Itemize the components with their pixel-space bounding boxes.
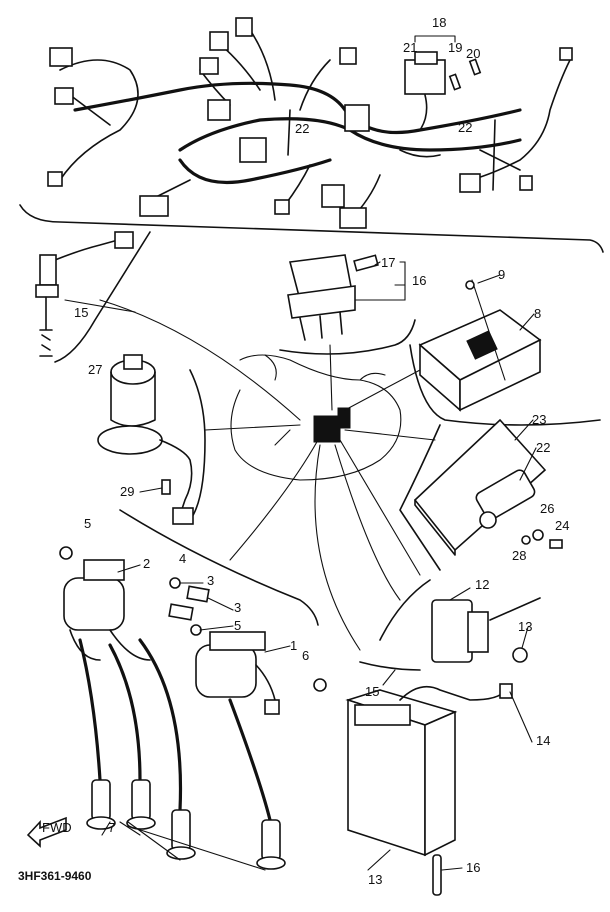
callout-label: 26: [540, 501, 554, 516]
breather-hose-14: [432, 854, 442, 896]
connector: [47, 171, 63, 187]
spark-plug-caps-6: [78, 638, 286, 870]
callout-label: 8: [534, 306, 541, 321]
fuse-17: [353, 254, 379, 272]
callout-label: 20: [466, 46, 480, 61]
callout-label: 4: [179, 551, 186, 566]
connector: [321, 184, 345, 208]
callout-label: 13: [368, 872, 382, 887]
connector: [339, 207, 367, 229]
bracket-28: [189, 369, 206, 521]
cable-13: [359, 661, 421, 671]
ignition-coil-1: [195, 631, 280, 715]
connector: [235, 17, 253, 37]
callout-label: 16: [412, 273, 426, 288]
pin: [468, 58, 482, 76]
cable-12: [499, 683, 513, 699]
callout-label: 17: [381, 255, 395, 270]
bolt-3: [168, 603, 194, 621]
battery-11: [345, 661, 513, 896]
callout-label: 18: [432, 15, 446, 30]
nut-5: [313, 678, 327, 692]
callout-label: 27: [88, 362, 102, 377]
connector: [199, 57, 219, 75]
bracket-15: [54, 231, 151, 363]
connector: [459, 173, 481, 193]
callout-label: 7: [108, 820, 115, 835]
callout-label: 5: [84, 516, 91, 531]
wire-harness-group: [19, 17, 604, 253]
callout-label: 5: [234, 618, 241, 633]
svg-text:FWD: FWD: [42, 820, 72, 835]
callout-label: 22: [295, 121, 309, 136]
fwd-arrow-icon: FWD: [26, 816, 72, 848]
callout-label: 1: [290, 638, 297, 653]
callout-label: 14: [536, 733, 550, 748]
callout-label: 3: [207, 573, 214, 588]
connector: [239, 137, 267, 163]
callout-label: 2: [143, 556, 150, 571]
cdi-unit-7: [418, 279, 542, 412]
nut-10: [512, 647, 528, 663]
callout-label: 15: [74, 305, 88, 320]
cable-tie: [492, 119, 496, 191]
callout-label: 22: [536, 440, 550, 455]
callout-label: 22: [458, 120, 472, 135]
callout-label: 3: [234, 600, 241, 615]
bracket-7: [409, 344, 601, 426]
connector: [209, 31, 229, 51]
callout-labels: 18 21 19 20 22 22 17 16 9 8 15 27 23 22 …: [64, 15, 569, 887]
callout-label: 16: [466, 860, 480, 875]
frame-outline: [99, 299, 436, 651]
leader-6: [101, 821, 266, 871]
ignition-switch-28: [97, 354, 194, 525]
bolt-3: [186, 585, 210, 603]
connector: [49, 47, 73, 67]
diagram-code: 3HF361-9460: [18, 869, 92, 883]
connector: [207, 99, 231, 121]
callout-label: 9: [498, 267, 505, 282]
callout-label: 19: [448, 40, 462, 55]
pin: [448, 73, 462, 91]
bracket-battery: [379, 579, 431, 641]
bolt-25: [549, 539, 563, 549]
nut-5: [59, 546, 73, 560]
cable-tie: [287, 109, 291, 156]
ignition-coil-2: [63, 559, 151, 661]
relay-9: [431, 597, 541, 663]
callout-label: 29: [120, 484, 134, 499]
regulator-23: [475, 469, 536, 521]
washer-4: [169, 577, 181, 589]
plate-24: [413, 418, 563, 556]
callout-label: 21: [403, 40, 417, 55]
callout-label: 13: [518, 619, 532, 634]
bolt-29: [161, 479, 171, 495]
callout-label: 24: [555, 518, 569, 533]
connector: [344, 104, 370, 132]
connector: [274, 199, 290, 215]
relay-16: [287, 254, 379, 341]
callout-label: 12: [475, 577, 489, 592]
callout-label: 23: [532, 412, 546, 427]
connector: [139, 195, 169, 217]
sensor-15: [35, 231, 134, 357]
connector: [54, 87, 74, 105]
junction-block: [313, 415, 341, 443]
connector: [519, 175, 533, 191]
washer-26: [532, 529, 544, 541]
callout-label: 28: [512, 548, 526, 563]
bracket-ignition: [119, 509, 319, 626]
relay: [404, 59, 446, 95]
connector: [339, 47, 357, 65]
callout-label: 6: [302, 648, 309, 663]
bracket-24: [399, 424, 441, 571]
connector: [559, 47, 573, 61]
bracket-16: [279, 319, 416, 355]
washer-27: [521, 535, 531, 545]
callout-label: 15: [365, 684, 379, 699]
